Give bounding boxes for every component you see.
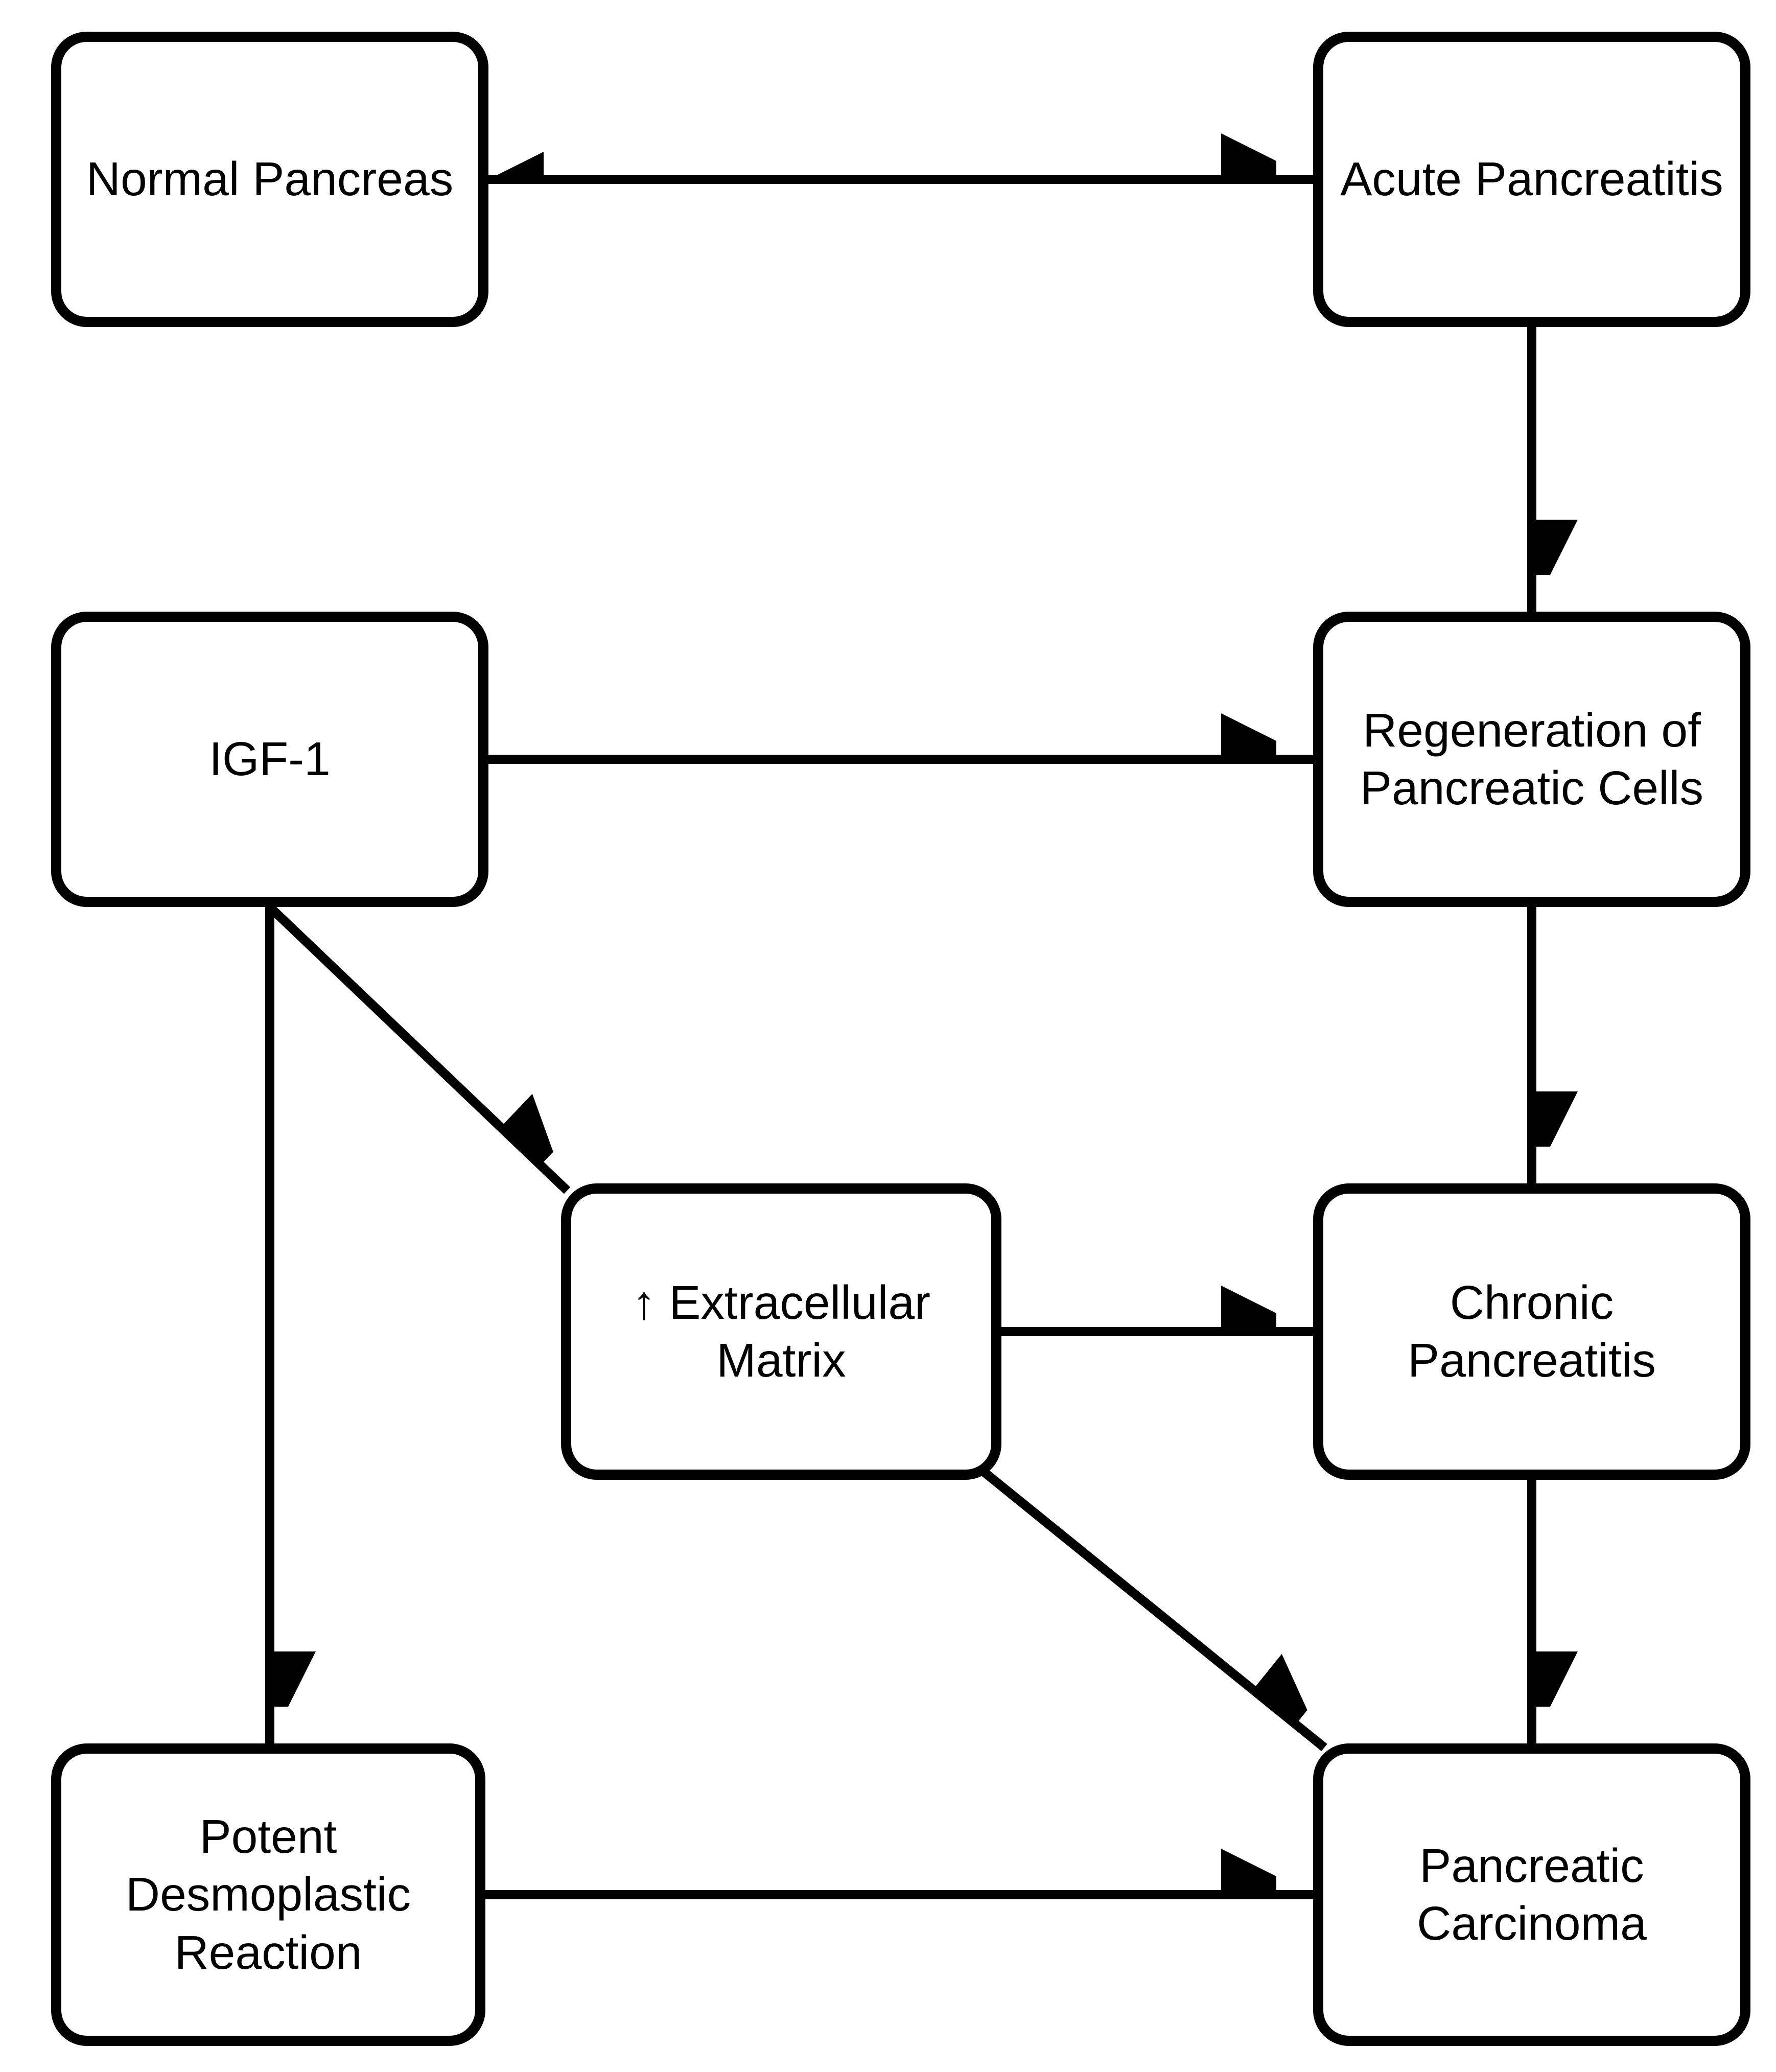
node-acute-pancreatitis: Acute Pancreatitis — [1313, 32, 1750, 327]
node-regeneration-of-pancreatic-cells: Regeneration of Pancreatic Cells — [1313, 612, 1750, 907]
node-increased-extracellular-matrix: ↑ Extracellular Matrix — [561, 1183, 1001, 1480]
node-potent-desmoplastic-reaction: Potent Desmoplastic Reaction — [51, 1743, 485, 2046]
node-normal-pancreas: Normal Pancreas — [51, 32, 488, 327]
edge-igf-1-to-extracellular-matrix — [266, 903, 571, 1194]
node-chronic-pancreatitis: Chronic Pancreatitis — [1313, 1183, 1750, 1480]
node-pancreatic-carcinoma: Pancreatic Carcinoma — [1313, 1743, 1750, 2046]
node-igf-1: IGF-1 — [51, 612, 488, 907]
edge-extracellular-matrix-to-pancreatic-carcinoma — [980, 1468, 1327, 1751]
